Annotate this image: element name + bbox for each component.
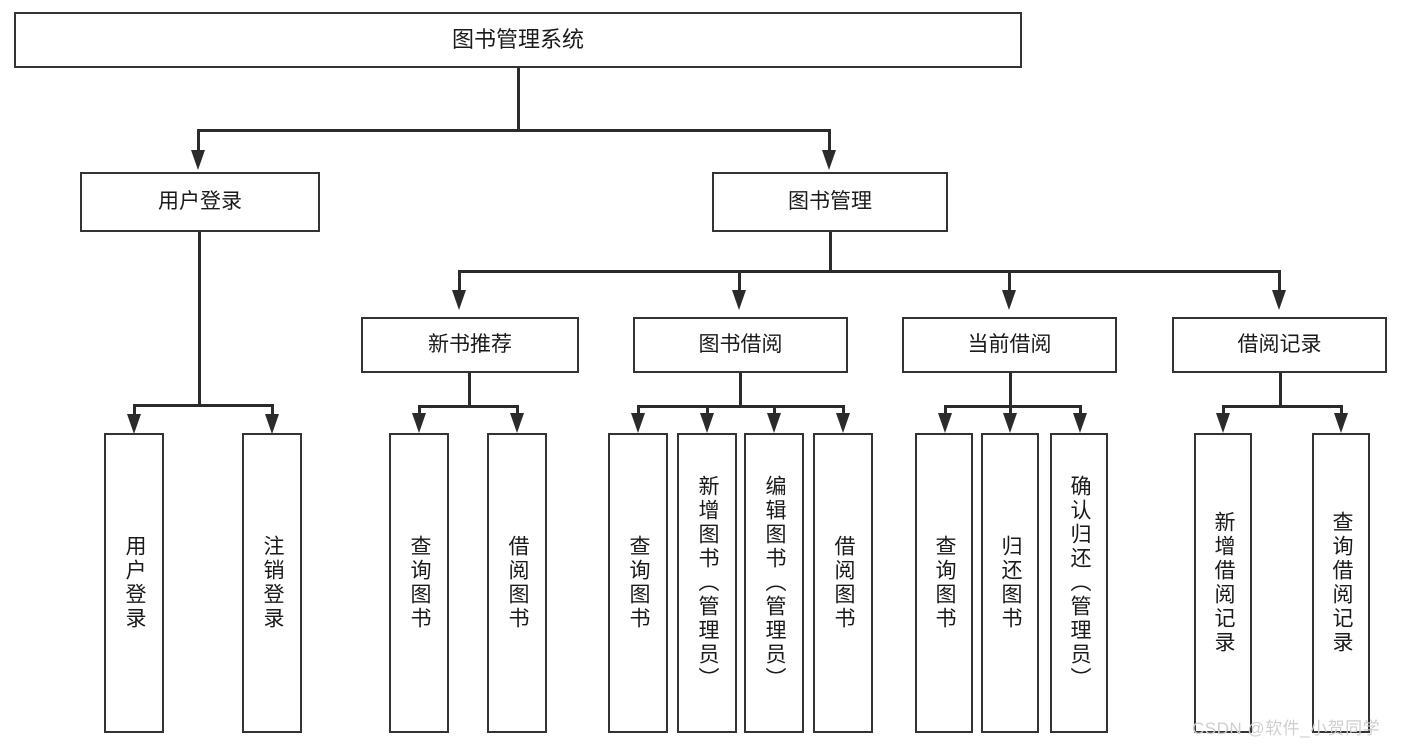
connector-borrow-record-bus	[1222, 405, 1342, 408]
connector-current-borrow-to-leaf1	[944, 405, 947, 419]
arrow-book-borrow-to-leaf1	[631, 413, 645, 433]
connector-current-borrow-to-leaf2	[1009, 405, 1012, 419]
connector-user-login-stem	[198, 232, 201, 406]
node-leaf-query-book-3-label: 查询图书	[933, 535, 957, 631]
connector-book-borrow-to-leaf4	[842, 405, 845, 419]
connector-current-borrow-stem	[1009, 373, 1012, 407]
connector-root-to-book-manage	[828, 129, 831, 153]
node-user-login[interactable]: 用户登录	[80, 172, 320, 232]
node-leaf-add-borrow-record[interactable]: 新增借阅记录	[1194, 433, 1252, 733]
node-leaf-borrow-book-2-label: 借阅图书	[832, 535, 856, 631]
arrow-new-book-rec-to-leaf1	[412, 413, 426, 433]
connector-root-stem	[517, 68, 520, 130]
node-user-login-label: 用户登录	[158, 189, 242, 213]
connector-book-manage-to-borrow-record	[1278, 270, 1281, 294]
connector-root-bus	[197, 129, 830, 132]
node-leaf-add-book-admin-label: 新增图书（管理员）	[696, 475, 720, 691]
arrow-book-manage-to-book-borrow	[732, 290, 746, 310]
arrow-current-borrow-to-leaf3	[1073, 413, 1087, 433]
connector-book-manage-stem	[829, 232, 832, 272]
node-borrow-record-label: 借阅记录	[1237, 332, 1322, 356]
arrow-book-borrow-to-leaf4	[836, 413, 850, 433]
arrow-book-manage-to-current-borrow	[1002, 290, 1016, 310]
node-current-borrow[interactable]: 当前借阅	[902, 317, 1117, 373]
connector-user-login-bus	[133, 404, 273, 407]
arrow-current-borrow-to-leaf2	[1003, 413, 1017, 433]
node-book-manage[interactable]: 图书管理	[712, 172, 948, 232]
connector-current-borrow-to-leaf3	[1079, 405, 1082, 419]
node-book-borrow[interactable]: 图书借阅	[633, 317, 848, 373]
node-leaf-borrow-book-1[interactable]: 借阅图书	[487, 433, 547, 733]
node-leaf-return-book-label: 归还图书	[999, 535, 1023, 631]
node-new-book-rec[interactable]: 新书推荐	[361, 317, 579, 373]
connector-new-book-rec-stem	[468, 373, 471, 407]
connector-book-manage-to-new-book	[458, 270, 461, 294]
node-new-book-rec-label: 新书推荐	[428, 332, 512, 356]
node-leaf-borrow-book-1-label: 借阅图书	[506, 535, 530, 631]
node-leaf-query-borrow-record-label: 查询借阅记录	[1330, 511, 1354, 655]
arrow-borrow-record-to-leaf1	[1216, 413, 1230, 433]
node-leaf-query-book-3[interactable]: 查询图书	[915, 433, 973, 733]
connector-book-borrow-to-leaf3	[773, 405, 776, 419]
connector-book-manage-to-book-borrow	[738, 270, 741, 294]
node-leaf-add-borrow-record-label: 新增借阅记录	[1212, 511, 1236, 655]
node-leaf-confirm-return-admin[interactable]: 确认归还（管理员）	[1050, 433, 1108, 733]
arrow-borrow-record-to-leaf2	[1334, 413, 1348, 433]
connector-new-book-rec-to-leaf2	[516, 405, 519, 419]
arrow-root-to-user-login	[191, 150, 205, 170]
arrow-root-to-book-manage	[822, 150, 836, 170]
node-leaf-query-book-2[interactable]: 查询图书	[608, 433, 668, 733]
connector-book-manage-bus	[458, 270, 1280, 273]
node-leaf-edit-book-admin-label: 编辑图书（管理员）	[763, 475, 787, 691]
node-leaf-borrow-book-2[interactable]: 借阅图书	[813, 433, 873, 733]
connector-borrow-record-to-leaf2	[1340, 405, 1343, 419]
node-book-borrow-label: 图书借阅	[698, 332, 783, 356]
arrow-book-borrow-to-leaf3	[767, 413, 781, 433]
connector-new-book-rec-bus	[418, 405, 518, 408]
connector-root-to-user-login	[197, 129, 200, 153]
node-leaf-edit-book-admin[interactable]: 编辑图书（管理员）	[744, 433, 804, 733]
node-leaf-user-login-label: 用户登录	[123, 535, 147, 631]
connector-book-borrow-bus	[637, 405, 844, 408]
arrow-book-manage-to-new-book	[452, 290, 466, 310]
node-root-system-label: 图书管理系统	[451, 26, 584, 52]
node-root-system[interactable]: 图书管理系统	[14, 12, 1022, 68]
arrow-user-login-to-leaf1	[127, 414, 141, 434]
arrow-new-book-rec-to-leaf2	[510, 413, 524, 433]
node-leaf-return-book[interactable]: 归还图书	[981, 433, 1039, 733]
arrow-current-borrow-to-leaf1	[938, 413, 952, 433]
connector-borrow-record-to-leaf1	[1222, 405, 1225, 419]
csdn-watermark: CSDN @软件_小贺同学	[1192, 719, 1381, 738]
node-borrow-record[interactable]: 借阅记录	[1172, 317, 1387, 373]
node-leaf-logout-login[interactable]: 注销登录	[242, 433, 302, 733]
connector-borrow-record-stem	[1279, 373, 1282, 407]
node-leaf-query-book-2-label: 查询图书	[627, 535, 651, 631]
node-book-manage-label: 图书管理	[788, 189, 872, 213]
node-leaf-user-login[interactable]: 用户登录	[104, 433, 164, 733]
connector-new-book-rec-to-leaf1	[418, 405, 421, 419]
connector-book-manage-to-current-borrow	[1008, 270, 1011, 294]
arrow-book-borrow-to-leaf2	[700, 413, 714, 433]
connector-book-borrow-to-leaf1	[637, 405, 640, 419]
node-leaf-query-book-1-label: 查询图书	[408, 535, 432, 631]
arrow-book-manage-to-borrow-record	[1272, 290, 1286, 310]
node-leaf-query-borrow-record[interactable]: 查询借阅记录	[1312, 433, 1370, 733]
node-leaf-query-book-1[interactable]: 查询图书	[389, 433, 449, 733]
connector-book-borrow-stem	[739, 373, 742, 407]
arrow-user-login-to-leaf2	[265, 414, 279, 434]
connector-current-borrow-bus	[944, 405, 1081, 408]
node-leaf-confirm-return-admin-label: 确认归还（管理员）	[1068, 475, 1092, 691]
node-leaf-logout-login-label: 注销登录	[261, 535, 285, 631]
node-current-borrow-label: 当前借阅	[967, 332, 1052, 356]
connector-book-borrow-to-leaf2	[706, 405, 709, 419]
node-leaf-add-book-admin[interactable]: 新增图书（管理员）	[677, 433, 737, 733]
